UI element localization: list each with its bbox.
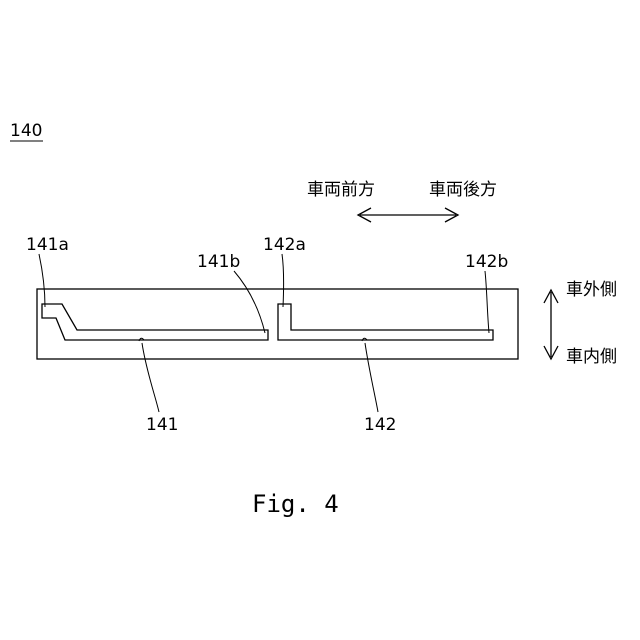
leader-141 bbox=[142, 343, 159, 412]
leader-142b bbox=[485, 271, 489, 333]
leader-141b bbox=[234, 271, 265, 333]
figure-ref-number: 140 bbox=[10, 121, 42, 141]
direction-outer-label: 車外側 bbox=[566, 280, 617, 300]
direction-front-label: 車両前方 bbox=[307, 180, 375, 200]
leader-142a bbox=[282, 254, 284, 307]
front-rear-double-arrow-icon bbox=[358, 208, 458, 222]
label-141: 141 bbox=[146, 415, 178, 435]
part-142-shape bbox=[278, 304, 493, 340]
outer-inner-double-arrow-icon bbox=[544, 290, 558, 359]
label-142a: 142a bbox=[263, 235, 306, 255]
label-142: 142 bbox=[364, 415, 396, 435]
direction-inner-label: 車内側 bbox=[566, 347, 617, 367]
leader-142 bbox=[365, 343, 378, 412]
direction-rear-label: 車両後方 bbox=[429, 180, 497, 200]
label-141a: 141a bbox=[26, 235, 69, 255]
label-141b: 141b bbox=[197, 252, 240, 272]
leader-141a bbox=[39, 254, 45, 307]
figure-caption: Fig. 4 bbox=[252, 490, 339, 518]
label-142b: 142b bbox=[465, 252, 508, 272]
part-141-shape bbox=[42, 304, 268, 340]
